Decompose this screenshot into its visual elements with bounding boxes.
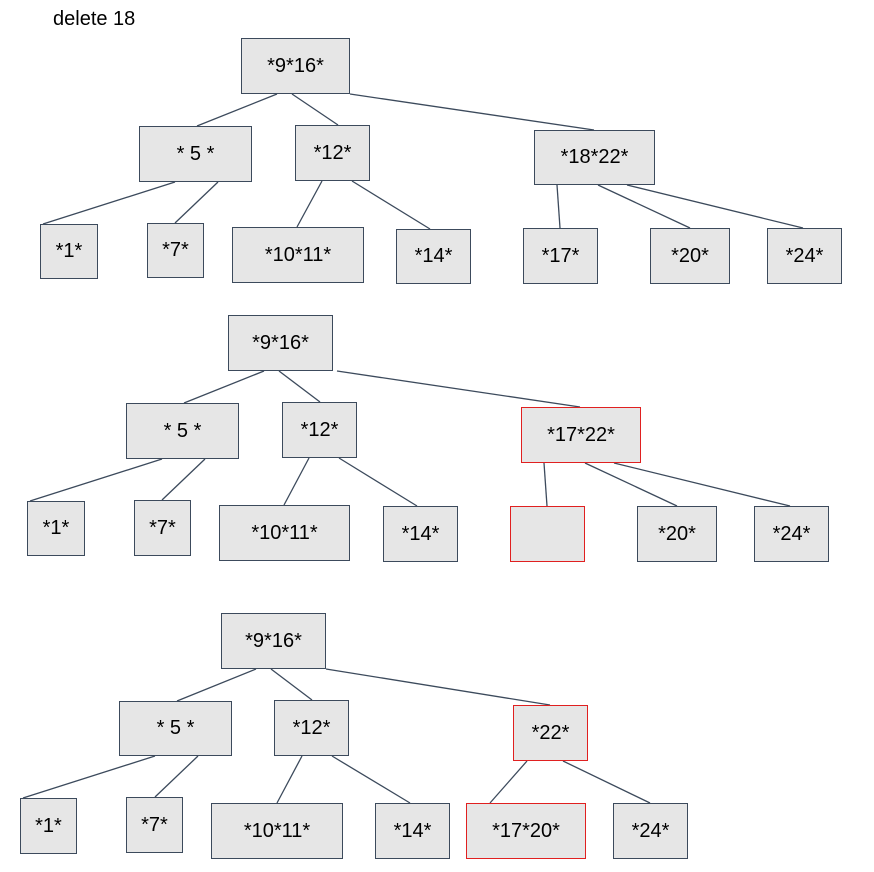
tree3-leaf-24: *24* bbox=[613, 803, 688, 859]
edge bbox=[196, 93, 278, 127]
edge bbox=[543, 462, 548, 507]
tree2-leaf-14: *14* bbox=[383, 506, 458, 562]
edge bbox=[338, 457, 418, 507]
edge bbox=[556, 184, 561, 229]
tree1-leaf-7: *7* bbox=[147, 223, 204, 278]
tree3-left-node: * 5 * bbox=[119, 701, 232, 756]
tree1-leaf-24: *24* bbox=[767, 228, 842, 284]
tree2-leaf-10-11: *10*11* bbox=[219, 505, 350, 561]
tree1-leaf-20: *20* bbox=[650, 228, 730, 284]
tree1-right-node: *18*22* bbox=[534, 130, 655, 185]
edge bbox=[349, 93, 595, 131]
edge bbox=[174, 181, 219, 224]
edge bbox=[296, 180, 323, 228]
tree1-mid-node: *12* bbox=[295, 125, 370, 181]
tree3-leaf-17-20: *17*20* bbox=[466, 803, 586, 859]
tree3-leaf-10-11: *10*11* bbox=[211, 803, 343, 859]
edge bbox=[626, 184, 804, 229]
edge bbox=[336, 370, 581, 408]
edge bbox=[562, 760, 651, 804]
tree1-root-node: *9*16* bbox=[241, 38, 350, 94]
tree3-leaf-1: *1* bbox=[20, 798, 77, 854]
tree2-leaf-7: *7* bbox=[134, 500, 191, 556]
edge bbox=[154, 755, 199, 798]
tree1-leaf-1: *1* bbox=[40, 224, 98, 279]
tree3-mid-node: *12* bbox=[274, 700, 349, 756]
tree3-leaf-7: *7* bbox=[126, 797, 183, 853]
tree2-leaf-24: *24* bbox=[754, 506, 829, 562]
edge bbox=[283, 457, 310, 506]
tree2-root-node: *9*16* bbox=[228, 315, 333, 371]
tree1-leaf-14: *14* bbox=[396, 229, 471, 284]
edge bbox=[161, 458, 206, 501]
edge bbox=[613, 462, 791, 507]
tree1-leaf-10-11: *10*11* bbox=[232, 227, 364, 283]
edge bbox=[278, 370, 321, 403]
edge bbox=[291, 93, 339, 126]
edge bbox=[42, 181, 176, 225]
tree3-right-node: *22* bbox=[513, 705, 588, 761]
edge bbox=[276, 755, 303, 804]
tree2-right-node: *17*22* bbox=[521, 407, 641, 463]
tree2-mid-node: *12* bbox=[282, 402, 357, 458]
edge bbox=[325, 668, 551, 706]
tree2-empty-leaf bbox=[510, 506, 585, 562]
edge bbox=[331, 755, 411, 804]
edge bbox=[176, 668, 257, 702]
edge bbox=[183, 370, 265, 404]
edge bbox=[270, 668, 313, 701]
tree2-leaf-1: *1* bbox=[27, 501, 85, 556]
edge bbox=[22, 755, 156, 799]
diagram-caption: delete 18 bbox=[53, 8, 136, 30]
tree3-leaf-14: *14* bbox=[375, 803, 450, 859]
tree1-leaf-17: *17* bbox=[523, 228, 598, 284]
tree2-leaf-20: *20* bbox=[637, 506, 717, 562]
edge bbox=[597, 184, 691, 229]
tree1-left-node: * 5 * bbox=[139, 126, 252, 182]
edge bbox=[584, 462, 678, 507]
edge bbox=[489, 760, 528, 804]
tree3-root-node: *9*16* bbox=[221, 613, 326, 669]
edge bbox=[29, 458, 163, 502]
tree2-left-node: * 5 * bbox=[126, 403, 239, 459]
edge bbox=[351, 180, 431, 230]
